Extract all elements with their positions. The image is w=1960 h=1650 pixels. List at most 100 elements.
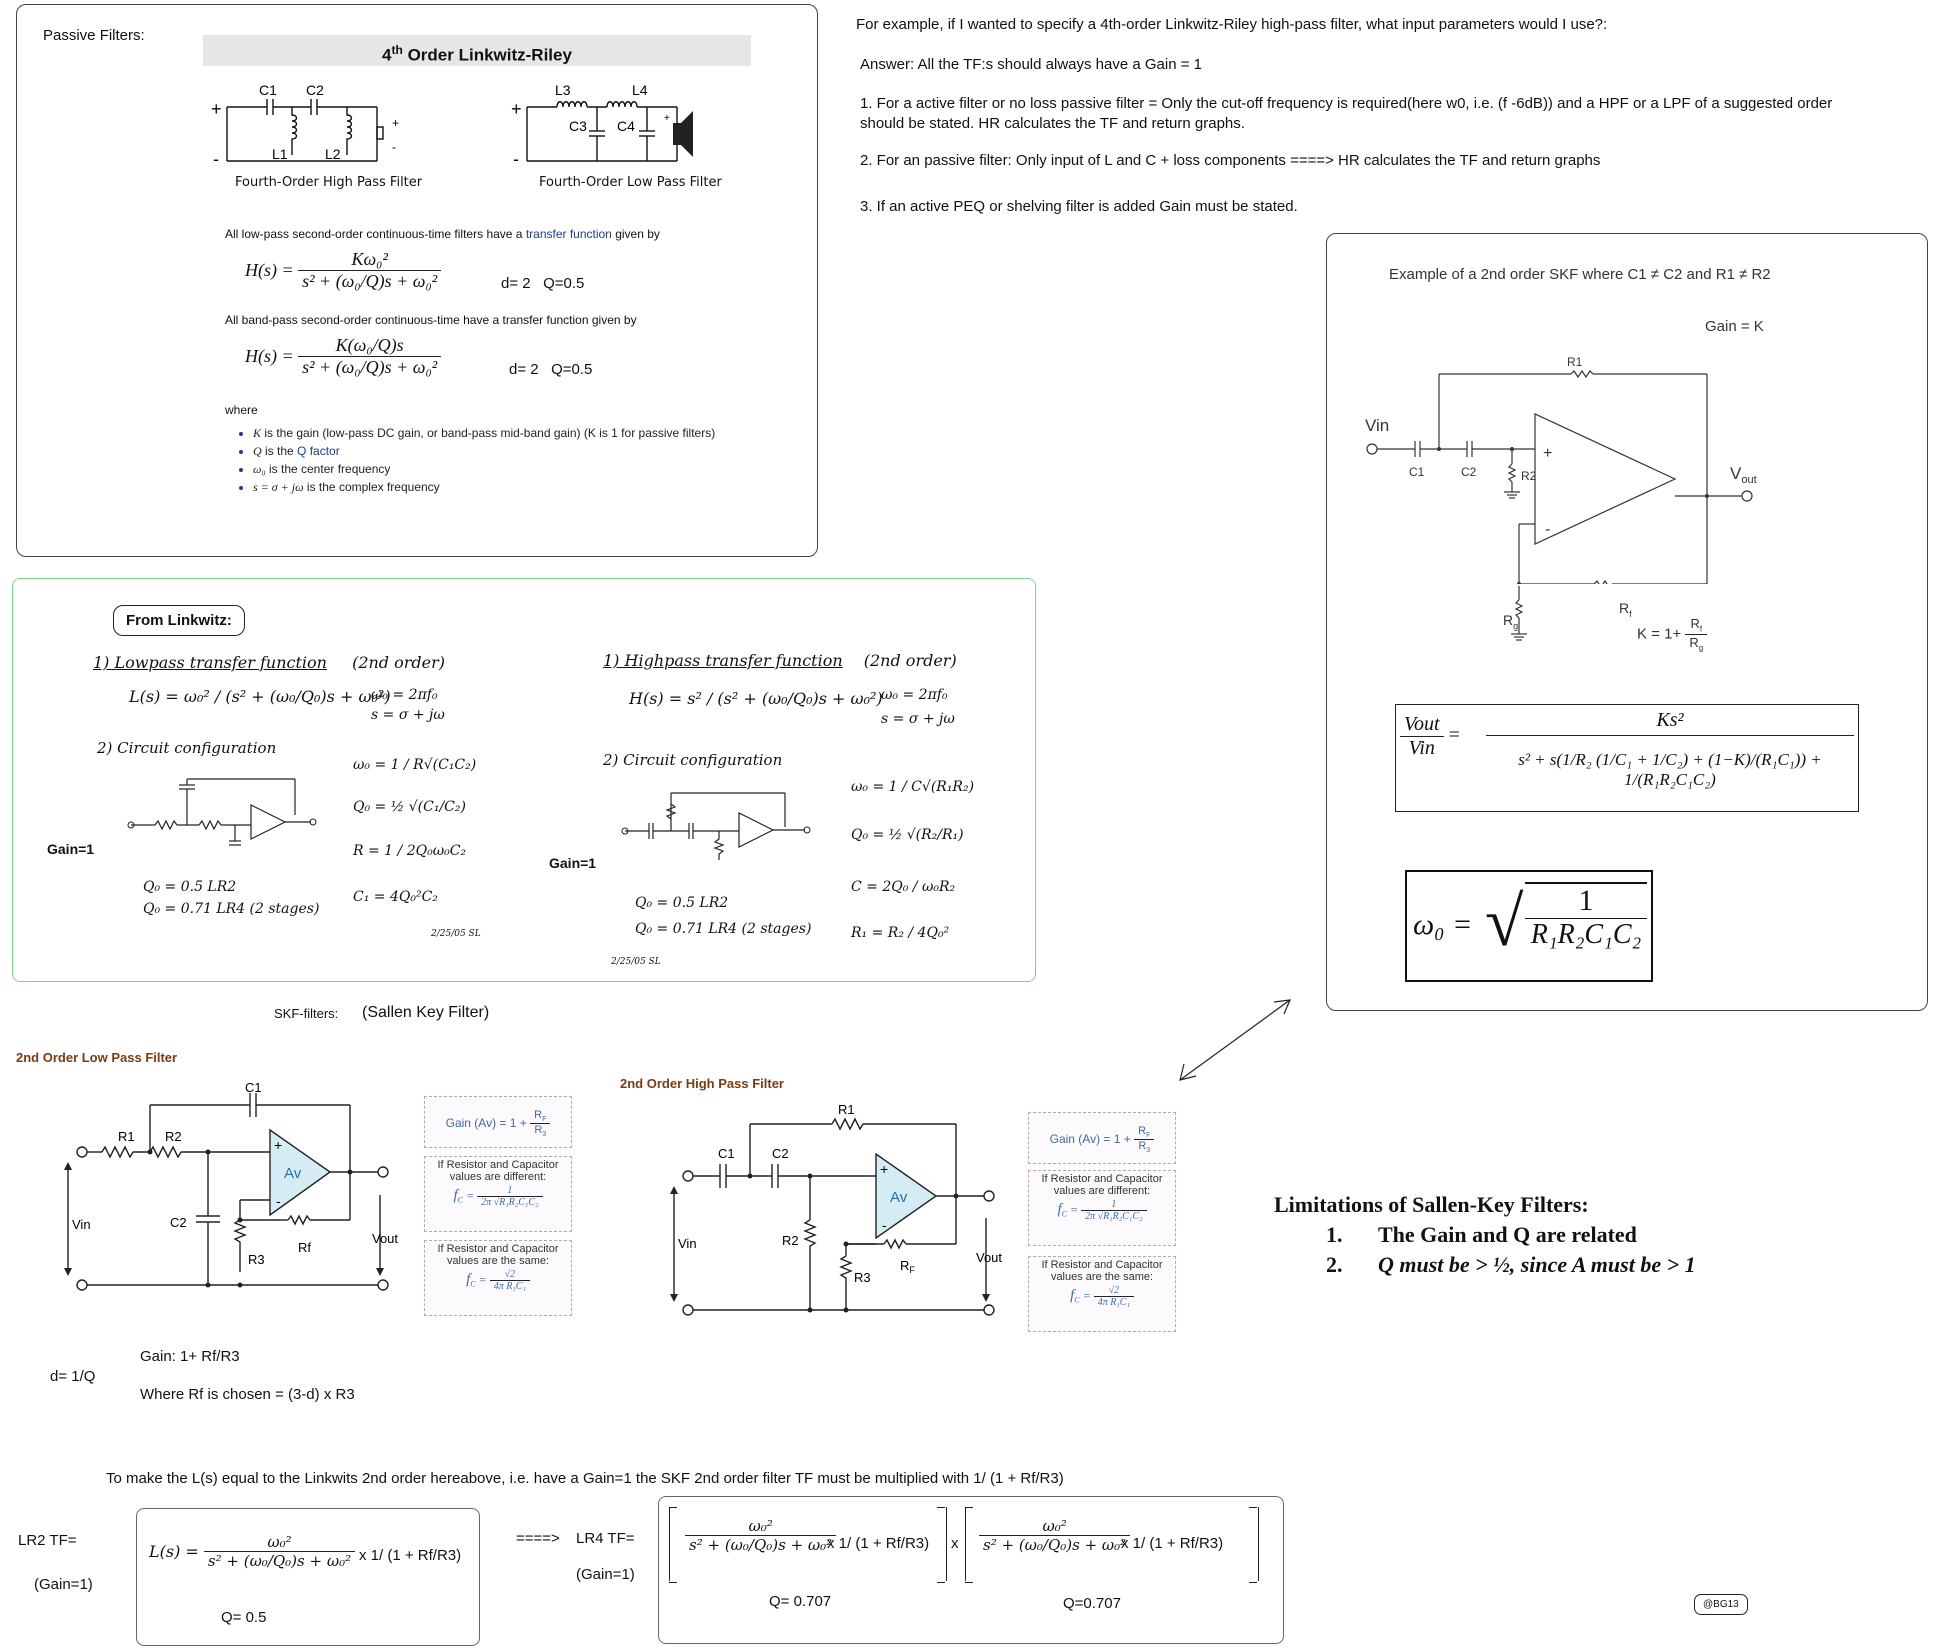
linkwitz-hp-f2: Q₀ = ½ √(R₂/R₁)	[851, 827, 964, 843]
skf-example-title: Example of a 2nd order SKF where C1 ≠ C2…	[1389, 266, 1771, 283]
skf-vout-label: Vout	[1730, 464, 1757, 486]
skf-example-panel: Example of a 2nd order SKF where C1 ≠ C2…	[1326, 233, 1928, 1011]
linkwitz-lp-s: s = σ + jω	[371, 707, 445, 723]
bandpass-params: d= 2 Q=0.5	[509, 361, 593, 378]
linkwitz-lp-q2: Q₀ = 0.71 LR4 (2 stages)	[143, 901, 320, 917]
skf-c1-label: C1	[1409, 465, 1425, 479]
param-s: s = σ + jω is the complex frequency	[253, 480, 813, 495]
linkwitz-hp-equation: H(s) = s² / (s² + (ω₀/Q₀)s + ω₀²)	[629, 689, 883, 708]
lowpass-params: d= 2 Q=0.5	[501, 275, 585, 292]
linkwitz-hp-q2: Q₀ = 0.71 LR4 (2 stages)	[635, 921, 812, 937]
skf-lp-av: Av	[284, 1165, 302, 1182]
question-text: For example, if I wanted to specify a 4t…	[856, 16, 1608, 33]
skf-lp-diff-box: If Resistor and Capacitor values are dif…	[424, 1156, 572, 1232]
passive-filters-label: Passive Filters:	[43, 27, 145, 44]
double-arrow-connector	[1179, 999, 1291, 1081]
skf-lp-same-box: If Resistor and Capacitor values are the…	[424, 1240, 572, 1316]
lr2-q: Q= 0.5	[221, 1609, 267, 1626]
passive-filters-panel: Passive Filters: 4th Order Linkwitz-Rile…	[16, 4, 818, 557]
lp-label-l3: L3	[555, 82, 571, 98]
skf-plus-label: +	[1543, 445, 1552, 462]
lp-caption: Fourth-Order Low Pass Filter	[539, 175, 722, 190]
linkwitz-hp-q1: Q₀ = 0.5 LR2	[635, 895, 729, 911]
skf-hp-schematic: R1 C1 C2 R2 R3 RF Vin Vout Av + -	[670, 1102, 1002, 1316]
linkwitz-lp-circuit	[127, 778, 317, 846]
linkwitz-lp-f1: ω₀ = 1 / R√(C₁C₂)	[353, 757, 477, 773]
lr4-gain: (Gain=1)	[576, 1566, 635, 1583]
linkwitz-lp-date: 2/25/05 SL	[431, 929, 481, 939]
linkwitz-hp-circuit-heading: 2) Circuit configuration	[603, 751, 783, 769]
transfer-function-link[interactable]: transfer function	[525, 227, 612, 241]
bg13-badge: @BG13	[1694, 1594, 1748, 1615]
hp-label-l1: L1	[272, 146, 288, 162]
answer-point-1: 1. For a active filter or no loss passiv…	[860, 95, 1833, 132]
skf-rg-label: Rg	[1503, 612, 1519, 631]
parameter-list: K is the gain (low-pass DC gain, or band…	[231, 423, 813, 498]
skf-w0-formula: ω₀ = √ 1 R₁R₂C₁C₂	[1405, 870, 1653, 982]
skf-d-note: d= 1/Q	[50, 1368, 96, 1385]
skf-lp-r3: R3	[248, 1252, 265, 1267]
linkwitz-hp-f3: C = 2Q₀ / ω₀R₂	[851, 879, 956, 895]
linkwitz-lp-circuit-heading: 2) Circuit configuration	[97, 739, 277, 757]
hp-label-c2: C2	[306, 82, 324, 98]
skf-filters-label: SKF-filters:	[274, 1006, 339, 1021]
linkwitz-lp-f4: C₁ = 4Q₀²C₂	[353, 889, 438, 905]
linkwitz-lp-f3: R = 1 / 2Q₀ω₀C₂	[353, 843, 467, 859]
lowpass-description: All low-pass second-order continuous-tim…	[225, 227, 660, 241]
answer-point-2: 2. For an passive filter: Only input of …	[860, 152, 1601, 169]
linkwitz-lp-w0: ω₀ = 2πf₀	[371, 687, 438, 703]
skf-r2-label: R2	[1521, 469, 1537, 483]
skf-lp-c2: C2	[170, 1215, 187, 1230]
linkwitz-hp-heading: 1) Highpass transfer function (2nd order…	[603, 651, 957, 670]
linkwitz-hp-s: s = σ + jω	[881, 711, 955, 727]
q-factor-link[interactable]: Q factor	[297, 444, 340, 458]
svg-text:-: -	[513, 149, 519, 169]
where-label: where	[225, 403, 258, 417]
bottom-note: To make the L(s) equal to the Linkwits 2…	[106, 1470, 1064, 1487]
param-q: Q is the Q factor	[253, 444, 813, 459]
lr2-gain: (Gain=1)	[34, 1576, 93, 1593]
lr4-q2: Q=0.707	[1063, 1595, 1121, 1612]
lr4-label: LR4 TF=	[576, 1530, 635, 1547]
limitation-2: 2.Q must be > ½, since A must be > 1	[1326, 1252, 1696, 1277]
linkwitz-riley-title: 4th Order Linkwitz-Riley	[203, 35, 751, 66]
svg-text:-: -	[213, 149, 219, 169]
skf-hp-r2: R2	[782, 1233, 799, 1248]
skf-hp-c2: C2	[772, 1146, 789, 1161]
hp-label-l2: L2	[325, 146, 341, 162]
lp-label-c4: C4	[617, 118, 635, 134]
fourth-order-high-pass-schematic: + - C1 C2 L1 L2 + -	[211, 82, 399, 169]
linkwitz-panel: From Linkwitz: 1) Lowpass transfer funct…	[12, 578, 1036, 982]
skf-lp-rf: Rf	[298, 1240, 311, 1255]
lp-label-c3: C3	[569, 118, 587, 134]
skf-hp-same-box: If Resistor and Capacitor values are the…	[1028, 1256, 1176, 1332]
linkwitz-gain-left: Gain=1	[47, 841, 95, 857]
skf-lp-vin: Vin	[72, 1217, 91, 1232]
linkwitz-hp-circuit	[621, 792, 811, 860]
skf-minus-label: -	[1545, 521, 1550, 538]
linkwitz-hp-f4: R₁ = R₂ / 4Q₀²	[851, 925, 950, 941]
linkwitz-lp-heading: 1) Lowpass transfer function (2nd order)	[93, 653, 446, 672]
svg-text:+: +	[511, 99, 522, 119]
linkwitz-lp-equation: L(s) = ω₀² / (s² + (ω₀/Q₀)s + ω₀²)	[129, 687, 391, 706]
svg-text:+: +	[880, 1161, 888, 1177]
skf-sallen-key-label: (Sallen Key Filter)	[362, 1004, 490, 1021]
skf-example-schematic: Vin R1 C1 C2 R2 + - Vout	[1365, 355, 1757, 584]
skf-lp-r1: R1	[118, 1129, 135, 1144]
linkwitz-lp-f2: Q₀ = ½ √(C₁/C₂)	[353, 799, 466, 815]
arrow-text: ====>	[516, 1530, 560, 1547]
skf-r1-label: R1	[1567, 355, 1583, 369]
skf-lp-vout: Vout	[372, 1231, 398, 1246]
skf-hp-r3: R3	[854, 1270, 871, 1285]
param-k: K is the gain (low-pass DC gain, or band…	[253, 426, 813, 441]
skf-hp-vin: Vin	[678, 1236, 697, 1251]
skf-gain-note: Gain: 1+ Rf/R3	[140, 1348, 240, 1365]
skf-rf-note: Where Rf is chosen = (3-d) x R3	[140, 1386, 355, 1403]
skf-lp-title: 2nd Order Low Pass Filter	[16, 1050, 178, 1065]
answer-point-3: 3. If an active PEQ or shelving filter i…	[860, 198, 1298, 215]
